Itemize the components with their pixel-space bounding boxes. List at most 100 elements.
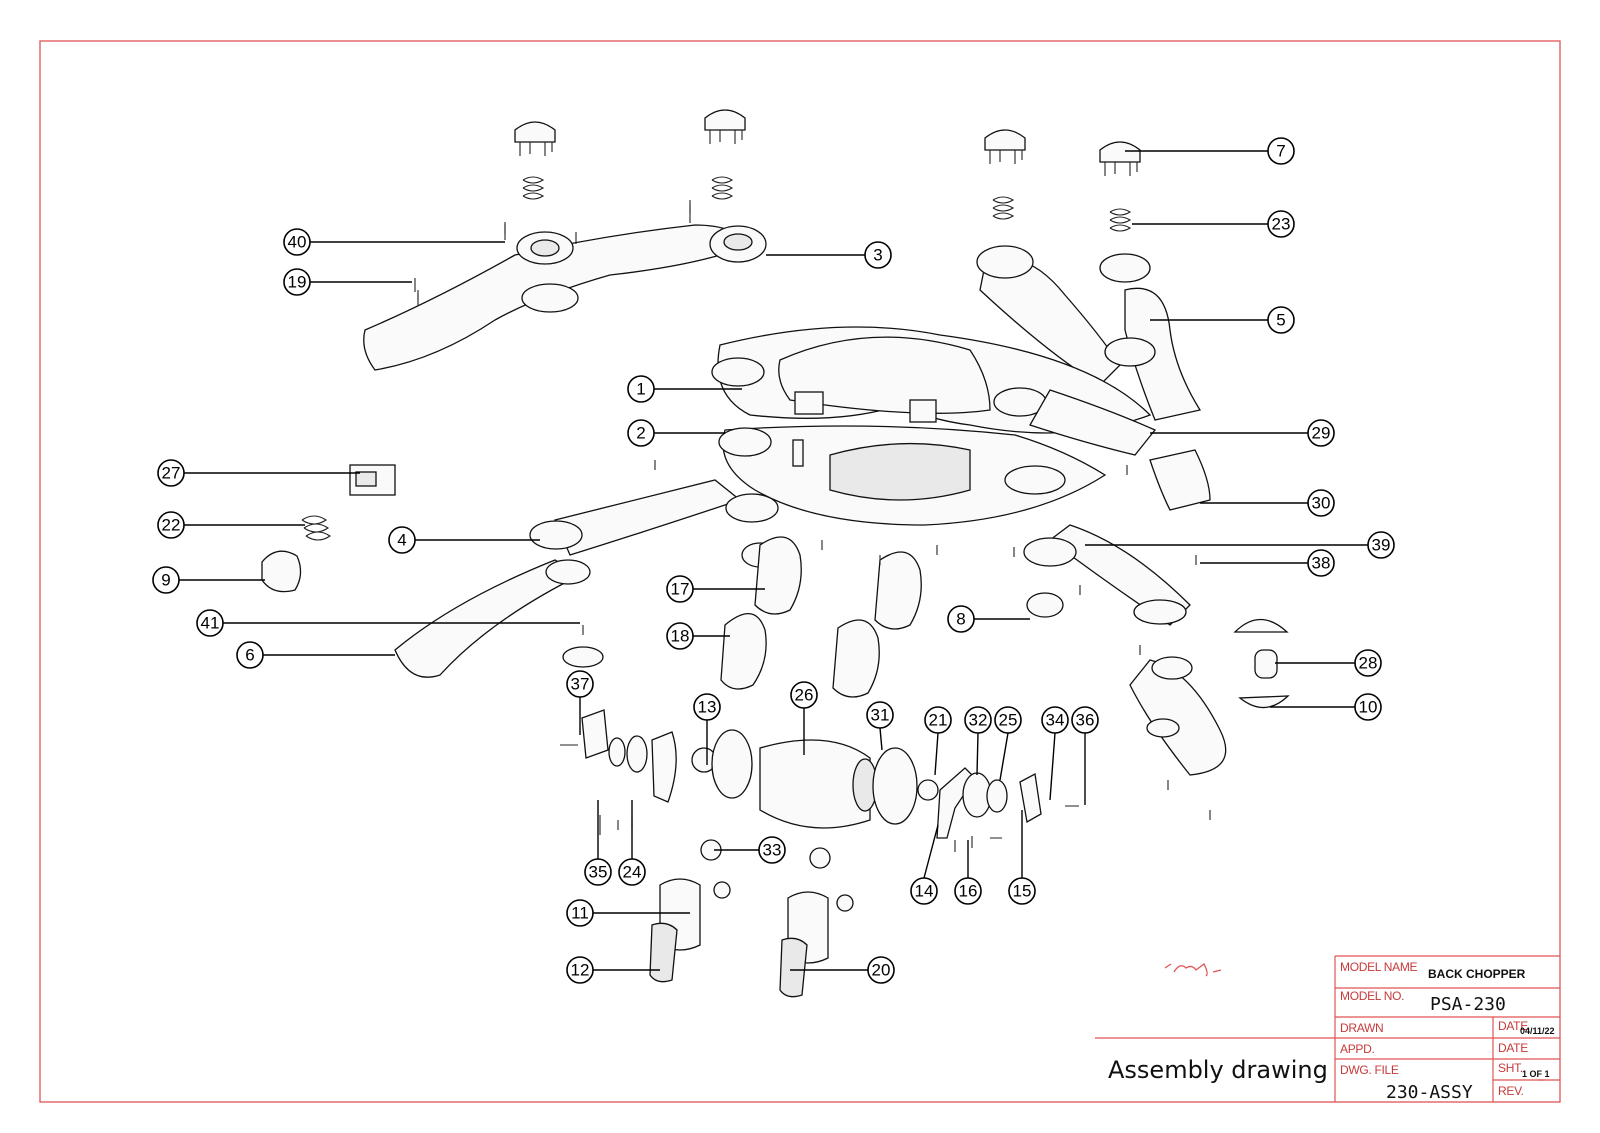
callout-2 bbox=[627, 419, 655, 447]
callout-label: 26 bbox=[795, 686, 814, 705]
callout-26 bbox=[790, 681, 818, 709]
callout-28 bbox=[1354, 649, 1382, 677]
callout-21 bbox=[924, 706, 952, 734]
callout-20 bbox=[867, 956, 895, 984]
motor-assembly bbox=[560, 709, 1079, 852]
callouts: 1 2 3 4 5 6 7 8 9 10 11 12 13 bbox=[152, 137, 1395, 984]
callout-label: 11 bbox=[571, 904, 589, 923]
callout-label: 20 bbox=[872, 961, 891, 980]
dwg-file-label: DWG. FILE bbox=[1340, 1063, 1399, 1077]
callout-label: 34 bbox=[1046, 711, 1065, 730]
model-no-label: MODEL NO. bbox=[1340, 989, 1404, 1003]
title-block: MODEL NAME BACK CHOPPER MODEL NO. PSA-23… bbox=[1095, 955, 1560, 1103]
date-value: 04/11/22 bbox=[1520, 1026, 1555, 1036]
callout-label: 29 bbox=[1312, 424, 1331, 443]
callout-25 bbox=[994, 706, 1022, 734]
callout-label: 21 bbox=[929, 711, 948, 730]
callout-29 bbox=[1307, 419, 1335, 447]
callout-label: 6 bbox=[245, 646, 254, 665]
callout-3 bbox=[864, 241, 892, 269]
callout-6 bbox=[236, 641, 264, 669]
callout-label: 2 bbox=[636, 424, 645, 443]
cover-parts bbox=[1149, 449, 1211, 511]
callout-39 bbox=[1367, 531, 1395, 559]
upper-left-arm bbox=[363, 200, 767, 371]
callout-label: 36 bbox=[1076, 711, 1095, 730]
callout-1 bbox=[627, 375, 655, 403]
sht-value: 1 OF 1 bbox=[1522, 1069, 1550, 1079]
callout-label: 14 bbox=[915, 882, 934, 901]
callout-31 bbox=[866, 701, 894, 729]
model-name-label: MODEL NAME bbox=[1340, 960, 1418, 974]
sht-label: SHT. bbox=[1498, 1061, 1523, 1075]
callout-label: 15 bbox=[1013, 882, 1032, 901]
model-no-value: PSA-230 bbox=[1430, 994, 1506, 1015]
callout-label: 22 bbox=[162, 516, 181, 535]
callout-label: 17 bbox=[671, 580, 690, 599]
parts-illustration bbox=[261, 109, 1290, 998]
signature-mark bbox=[1164, 963, 1222, 977]
callout-38 bbox=[1307, 549, 1335, 577]
callout-36 bbox=[1071, 706, 1099, 734]
callout-label: 31 bbox=[871, 706, 890, 725]
callout-label: 18 bbox=[671, 627, 690, 646]
callout-10 bbox=[1354, 693, 1382, 721]
callout-5 bbox=[1267, 306, 1295, 334]
callout-11 bbox=[566, 899, 594, 927]
callout-12 bbox=[566, 956, 594, 984]
callout-19 bbox=[283, 268, 311, 296]
callout-label: 28 bbox=[1359, 654, 1378, 673]
callout-23 bbox=[1267, 210, 1295, 238]
callout-label: 16 bbox=[959, 882, 978, 901]
callout-8 bbox=[947, 605, 975, 633]
appd-label: APPD. bbox=[1340, 1042, 1375, 1056]
callout-label: 1 bbox=[636, 380, 645, 399]
left-lower-arms bbox=[394, 479, 779, 678]
date-label-1: DATE bbox=[1498, 1019, 1528, 1033]
callout-label: 35 bbox=[589, 863, 608, 882]
screw-parts bbox=[414, 205, 1211, 820]
callout-label: 25 bbox=[999, 711, 1018, 730]
callout-label: 38 bbox=[1312, 554, 1331, 573]
callout-label: 3 bbox=[873, 246, 882, 265]
cap-parts bbox=[514, 109, 1141, 176]
callout-label: 9 bbox=[161, 571, 170, 590]
callout-15 bbox=[1008, 877, 1036, 905]
drawn-label: DRAWN bbox=[1340, 1021, 1383, 1035]
callout-label: 10 bbox=[1359, 698, 1378, 717]
callout-label: 23 bbox=[1272, 215, 1291, 234]
callout-label: 13 bbox=[698, 698, 717, 717]
switch-part bbox=[349, 464, 396, 496]
upper-right-arm bbox=[976, 245, 1202, 421]
callout-7 bbox=[1267, 137, 1295, 165]
date-label-2: DATE bbox=[1498, 1041, 1528, 1055]
callout-label: 5 bbox=[1276, 311, 1285, 330]
top-housing bbox=[711, 326, 1157, 456]
callout-label: 24 bbox=[623, 863, 642, 882]
callout-9 bbox=[152, 566, 180, 594]
right-lower-arms bbox=[1023, 524, 1227, 776]
callout-label: 39 bbox=[1372, 536, 1391, 555]
callout-13 bbox=[693, 693, 721, 721]
callout-22 bbox=[157, 511, 185, 539]
callout-label: 8 bbox=[956, 610, 965, 629]
callout-label: 4 bbox=[397, 531, 406, 550]
callout-24 bbox=[618, 858, 646, 886]
callout-label: 30 bbox=[1312, 494, 1331, 513]
assembly-caption: Assembly drawing bbox=[1108, 1056, 1328, 1084]
callout-17 bbox=[666, 575, 694, 603]
callout-18 bbox=[666, 622, 694, 650]
callout-40 bbox=[283, 228, 311, 256]
callout-label: 33 bbox=[763, 841, 782, 860]
rev-label: REV. bbox=[1498, 1084, 1524, 1098]
drawing-border bbox=[39, 40, 1561, 1103]
callout-label: 40 bbox=[288, 233, 307, 252]
callout-32 bbox=[964, 706, 992, 734]
callout-label: 12 bbox=[571, 961, 590, 980]
callout-label: 41 bbox=[201, 614, 220, 633]
pad-parts bbox=[720, 536, 922, 698]
callout-label: 19 bbox=[288, 273, 307, 292]
callout-label: 27 bbox=[162, 464, 181, 483]
handle-parts bbox=[649, 839, 854, 998]
